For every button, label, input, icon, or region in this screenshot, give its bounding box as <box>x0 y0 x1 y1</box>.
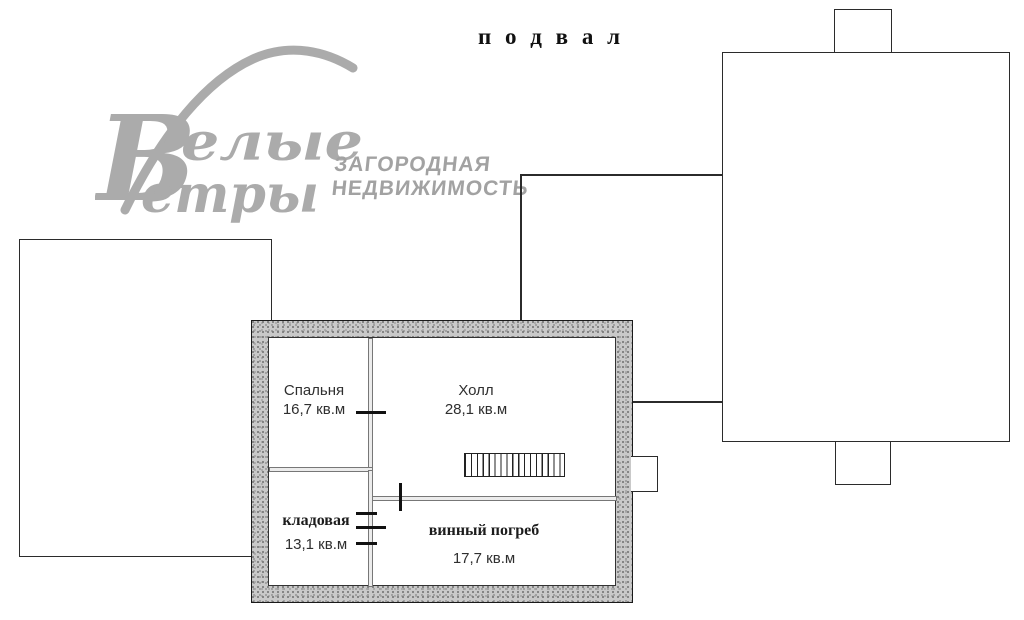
right-wing-bottom-tab <box>835 440 891 485</box>
right-wing-outline <box>722 52 1010 442</box>
room-name-storage: кладовая <box>282 512 350 529</box>
wall-bedroom-storage <box>269 467 373 472</box>
right-wing-top-tab <box>834 9 892 55</box>
logo-swoosh-icon <box>120 45 358 215</box>
door-dash-storage-1 <box>356 512 377 515</box>
staircase-icon <box>464 453 565 477</box>
wall-hall-cellar <box>372 496 617 501</box>
connector-line-right <box>632 401 723 403</box>
room-label-wine-cellar: винный погреб 17,7 кв.м <box>414 522 554 568</box>
right-wall-niche <box>631 456 658 492</box>
door-dash-storage-3 <box>356 542 377 545</box>
logo-word-top: елые <box>181 112 363 173</box>
logo-tagline-line1: ЗАГОРОДНАЯ <box>333 153 492 176</box>
door-mark-bedroom <box>356 411 386 414</box>
room-label-storage: кладовая 13,1 кв.м <box>266 512 366 554</box>
room-area-hall: 28,1 кв.м <box>444 401 508 418</box>
logo-tagline: ЗАГОРОДНАЯ НЕДВИЖИМОСТЬ <box>330 153 532 201</box>
left-wing-outline <box>19 239 272 557</box>
basement-plan <box>251 320 658 603</box>
logo-tagline-line2: НЕДВИЖИМОСТЬ <box>330 177 530 200</box>
door-dash-storage-2 <box>356 526 386 529</box>
room-label-bedroom: Спальня 16,7 кв.м <box>264 381 364 419</box>
connector-line-vertical <box>520 174 522 321</box>
page-title: п о д в а л <box>478 24 624 49</box>
door-mark-cellar <box>399 483 402 511</box>
room-name-wine-cellar: винный погреб <box>428 522 540 539</box>
room-name-bedroom: Спальня <box>283 382 345 399</box>
room-area-wine-cellar: 17,7 кв.м <box>452 550 516 567</box>
room-label-hall: Холл 28,1 кв.м <box>426 381 526 419</box>
logo-word-bottom: етры <box>141 164 319 225</box>
white-winds-logo-icon: В елые етры <box>95 45 363 225</box>
connector-line-top <box>520 174 723 176</box>
wall-bedroom-hall <box>368 338 373 470</box>
room-area-bedroom: 16,7 кв.м <box>282 401 346 418</box>
room-area-storage: 13,1 кв.м <box>284 536 348 553</box>
logo-initial: В <box>95 89 197 225</box>
room-name-hall: Холл <box>458 382 494 399</box>
